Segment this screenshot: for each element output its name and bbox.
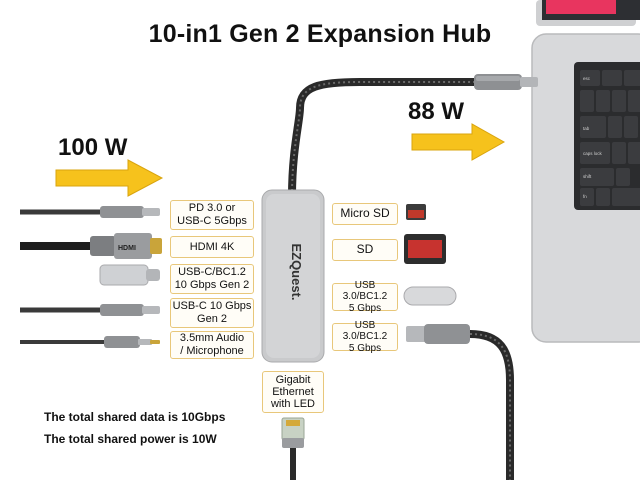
port-label-line: USB-C 10 Gbps — [172, 300, 252, 313]
hub-main-cable — [288, 74, 538, 200]
port-label-line: USB 3.0/BC1.2 — [342, 319, 388, 343]
key-label: tab — [583, 126, 590, 131]
port-label-line: / Microphone — [180, 345, 244, 357]
power-in-arrow — [55, 159, 164, 197]
port-label-line: USB-C 5Gbps — [177, 215, 247, 227]
port-label-line: USB 3.0/BC1.2 — [342, 279, 388, 303]
port-label-line: Micro SD — [340, 206, 390, 221]
ethernet-cable — [281, 417, 305, 480]
key-label: shift — [583, 174, 592, 179]
port-label-line: 5 Gbps — [348, 302, 382, 314]
port-label-usb-a-2: USB 3.0/BC1.2 5 Gbps — [332, 319, 398, 354]
port-label-line: 5 Gbps — [348, 342, 382, 354]
left-cables: HDMI — [20, 206, 162, 348]
port-label-usbc-gen2: USB-C 10 Gbps Gen 2 — [170, 298, 254, 328]
shared-power-note: The total shared power is 10W — [44, 432, 217, 446]
right-media — [403, 204, 514, 480]
power-in-label: 100 W — [58, 134, 128, 161]
page-title: 10-in1 Gen 2 Expansion Hub — [148, 20, 492, 48]
port-label-line: Ethernet — [272, 385, 314, 398]
hub-body — [261, 189, 325, 363]
laptop-screen — [546, 0, 616, 14]
port-label-usb-a-1: USB 3.0/BC1.2 5 Gbps — [332, 279, 398, 314]
shared-data-note: The total shared data is 10Gbps — [44, 410, 226, 424]
hub-brand-logo: EZQuest. — [289, 243, 304, 301]
port-label-line: Gen 2 — [197, 313, 227, 325]
svg-text:HDMI: HDMI — [118, 245, 136, 252]
port-label-micro-sd: Micro SD — [332, 203, 398, 225]
laptop: esc tab caps lock shift fn — [531, 0, 640, 343]
port-label-line: SD — [356, 242, 374, 257]
port-label-sd: SD — [332, 239, 398, 261]
port-label-line: with LED — [270, 398, 316, 411]
port-label-audio: 3.5mm Audio / Microphone — [170, 331, 254, 359]
power-out-arrow — [411, 123, 506, 161]
port-label-line: HDMI 4K — [189, 240, 235, 253]
port-label-line: Gigabit — [275, 373, 311, 386]
power-out-label: 88 W — [408, 98, 465, 125]
key-label: fn — [583, 194, 587, 199]
port-label-line: 10 Gbps Gen 2 — [174, 279, 250, 291]
port-label-line: PD 3.0 or — [188, 202, 236, 215]
port-label-line: USB-C/BC1.2 — [178, 266, 246, 279]
port-label-hdmi: HDMI 4K — [170, 236, 254, 258]
port-label-line: 3.5mm Audio — [179, 332, 245, 345]
port-label-usbc-bc12: USB-C/BC1.2 10 Gbps Gen 2 — [170, 264, 254, 294]
key-label: esc — [583, 76, 591, 81]
key-label: caps lock — [583, 151, 603, 156]
port-label-ethernet: Gigabit Ethernet with LED — [262, 371, 324, 413]
port-label-pd-usbc: PD 3.0 or USB-C 5Gbps — [170, 200, 254, 230]
